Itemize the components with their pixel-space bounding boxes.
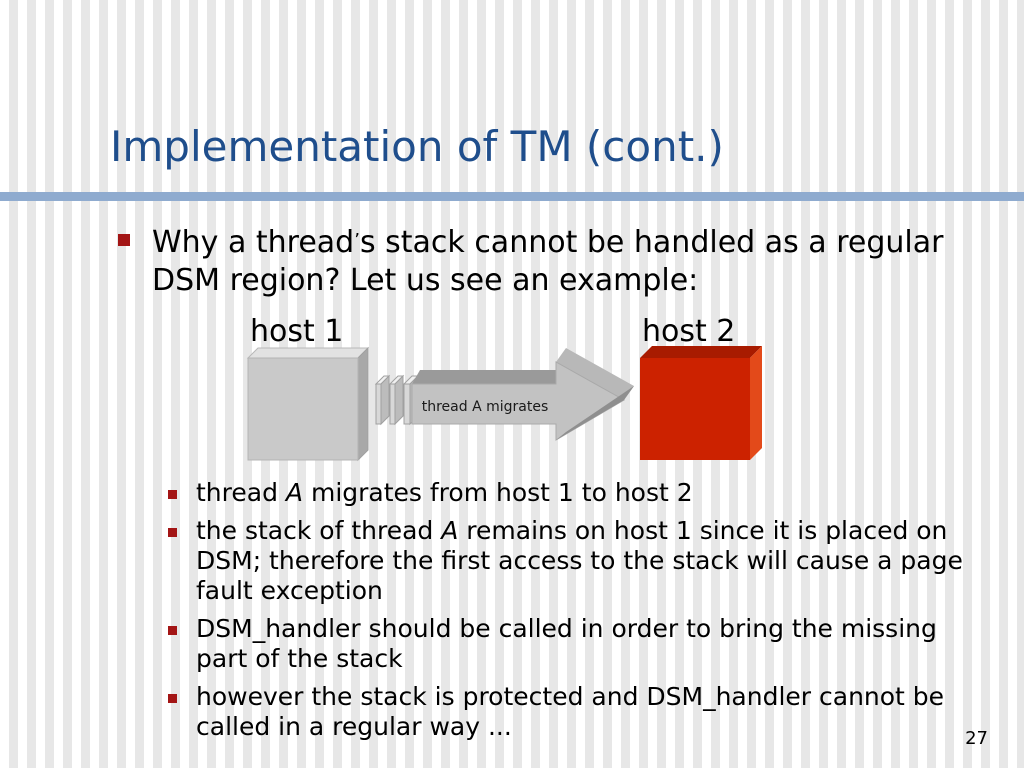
- sub-bullet-text: remains on host 1 since it is placed on …: [196, 516, 963, 605]
- sub-bullet-list: thread A migrates from host 1 to host 2 …: [166, 478, 986, 750]
- sub-bullet-text: migrates from host 1 to host 2: [303, 478, 693, 507]
- host-1-label: host 1: [250, 314, 344, 349]
- bullet-square-icon: [118, 234, 130, 246]
- bullet-square-icon: [168, 694, 177, 703]
- main-bullet-part1: Why a thread: [152, 225, 355, 260]
- title-divider: [0, 192, 1024, 201]
- sub-bullet-italic: A: [441, 516, 459, 545]
- bullet-square-icon: [168, 490, 177, 499]
- list-item: however the stack is protected and DSM_h…: [166, 682, 986, 742]
- host-1-box: [246, 346, 370, 462]
- main-bullet-text: Why a thread’s stack cannot be handled a…: [152, 222, 972, 300]
- list-item: the stack of thread A remains on host 1 …: [166, 516, 986, 606]
- host-2-box: [640, 346, 762, 460]
- sub-bullet-text: however the stack is protected and DSM_h…: [196, 682, 945, 741]
- slide-title: Implementation of TM (cont.): [110, 122, 724, 171]
- main-bullet-part2: s stack cannot be handled as a regular D…: [152, 225, 944, 298]
- list-item: thread A migrates from host 1 to host 2: [166, 478, 986, 508]
- migration-arrow: [411, 348, 634, 441]
- bullet-square-icon: [168, 626, 177, 635]
- main-bullet-apostrophe: ’: [354, 230, 360, 251]
- host-2-label: host 2: [642, 314, 736, 349]
- sub-bullet-text: thread: [196, 478, 286, 507]
- list-item: DSM_handler should be called in order to…: [166, 614, 986, 674]
- sub-bullet-text: DSM_handler should be called in order to…: [196, 614, 937, 673]
- page-number: 27: [965, 728, 988, 749]
- sub-bullet-text: the stack of thread: [196, 516, 442, 545]
- arrow-label: thread A migrates: [422, 399, 549, 415]
- sub-bullet-italic: A: [285, 478, 304, 507]
- bullet-square-icon: [168, 528, 177, 537]
